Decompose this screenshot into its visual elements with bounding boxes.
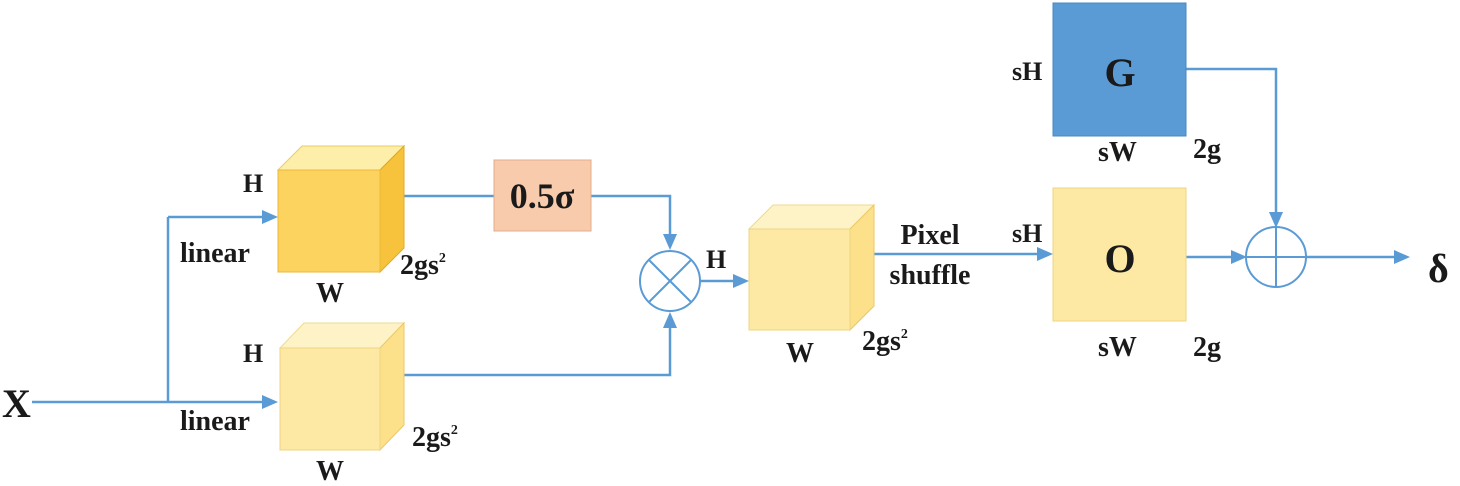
scale-to-multiply-wire [591, 194, 672, 234]
input-label: X [2, 381, 31, 426]
multiply-to-cube-arrowhead [733, 274, 749, 288]
top-cube-height-label: H [243, 169, 263, 198]
top-cube-channel-label: 2gs2 [400, 250, 446, 281]
product-cube [747, 203, 876, 332]
bottom-cube-front-face [279, 347, 381, 451]
product-cube-front-face [748, 228, 851, 331]
offset-to-add-arrowhead [1231, 250, 1247, 264]
offset-width-label: sW [1098, 332, 1137, 363]
bottom-cube-to-multiply-arrowhead [663, 312, 677, 328]
grid-channel-label: 2g [1193, 134, 1221, 165]
offset-block [1052, 187, 1187, 322]
product-height-label: H [706, 245, 726, 274]
output-label: δ [1428, 246, 1449, 291]
scale-to-multiply-arrowhead [663, 234, 677, 250]
multiply-icon [639, 250, 701, 312]
grid-to-add-wire [1186, 67, 1278, 212]
top-linear-arrowhead [262, 210, 278, 224]
bottom-linear-label: linear [180, 406, 250, 437]
grid-block [1052, 2, 1187, 137]
top-linear-cube [276, 144, 406, 274]
grid-height-label: sH [1012, 57, 1042, 86]
top-cube-front-face [277, 169, 381, 273]
scale-box-label: 0.5σ [510, 176, 575, 216]
pixel-shuffle-arrowhead [1037, 247, 1053, 261]
grid-block-label: G [1104, 50, 1135, 95]
output-arrowhead [1394, 250, 1410, 264]
scale-box [493, 159, 592, 232]
connections [32, 67, 1410, 409]
bottom-cube-to-multiply-wire [404, 327, 672, 377]
offset-block-label: O [1104, 236, 1135, 281]
offset-channel-label: 2g [1193, 332, 1221, 363]
bottom-linear-arrowhead [262, 395, 278, 409]
product-cube-width-label: W [786, 338, 814, 369]
pixel-shuffle-label-line2: shuffle [890, 260, 971, 291]
product-cube-channel-label: 2gs2 [862, 326, 908, 357]
grid-to-add-arrowhead [1269, 212, 1283, 228]
offset-height-label: sH [1012, 219, 1042, 248]
top-linear-label: linear [180, 238, 250, 269]
add-icon [1245, 226, 1307, 288]
grid-width-label: sW [1098, 137, 1137, 168]
top-cube-width-label: W [316, 278, 344, 309]
bottom-cube-height-label: H [243, 339, 263, 368]
pixel-shuffle-label-line1: Pixel [900, 220, 959, 251]
bottom-linear-cube [278, 321, 406, 452]
bottom-cube-width-label: W [316, 456, 344, 486]
bottom-cube-channel-label: 2gs2 [412, 422, 458, 453]
